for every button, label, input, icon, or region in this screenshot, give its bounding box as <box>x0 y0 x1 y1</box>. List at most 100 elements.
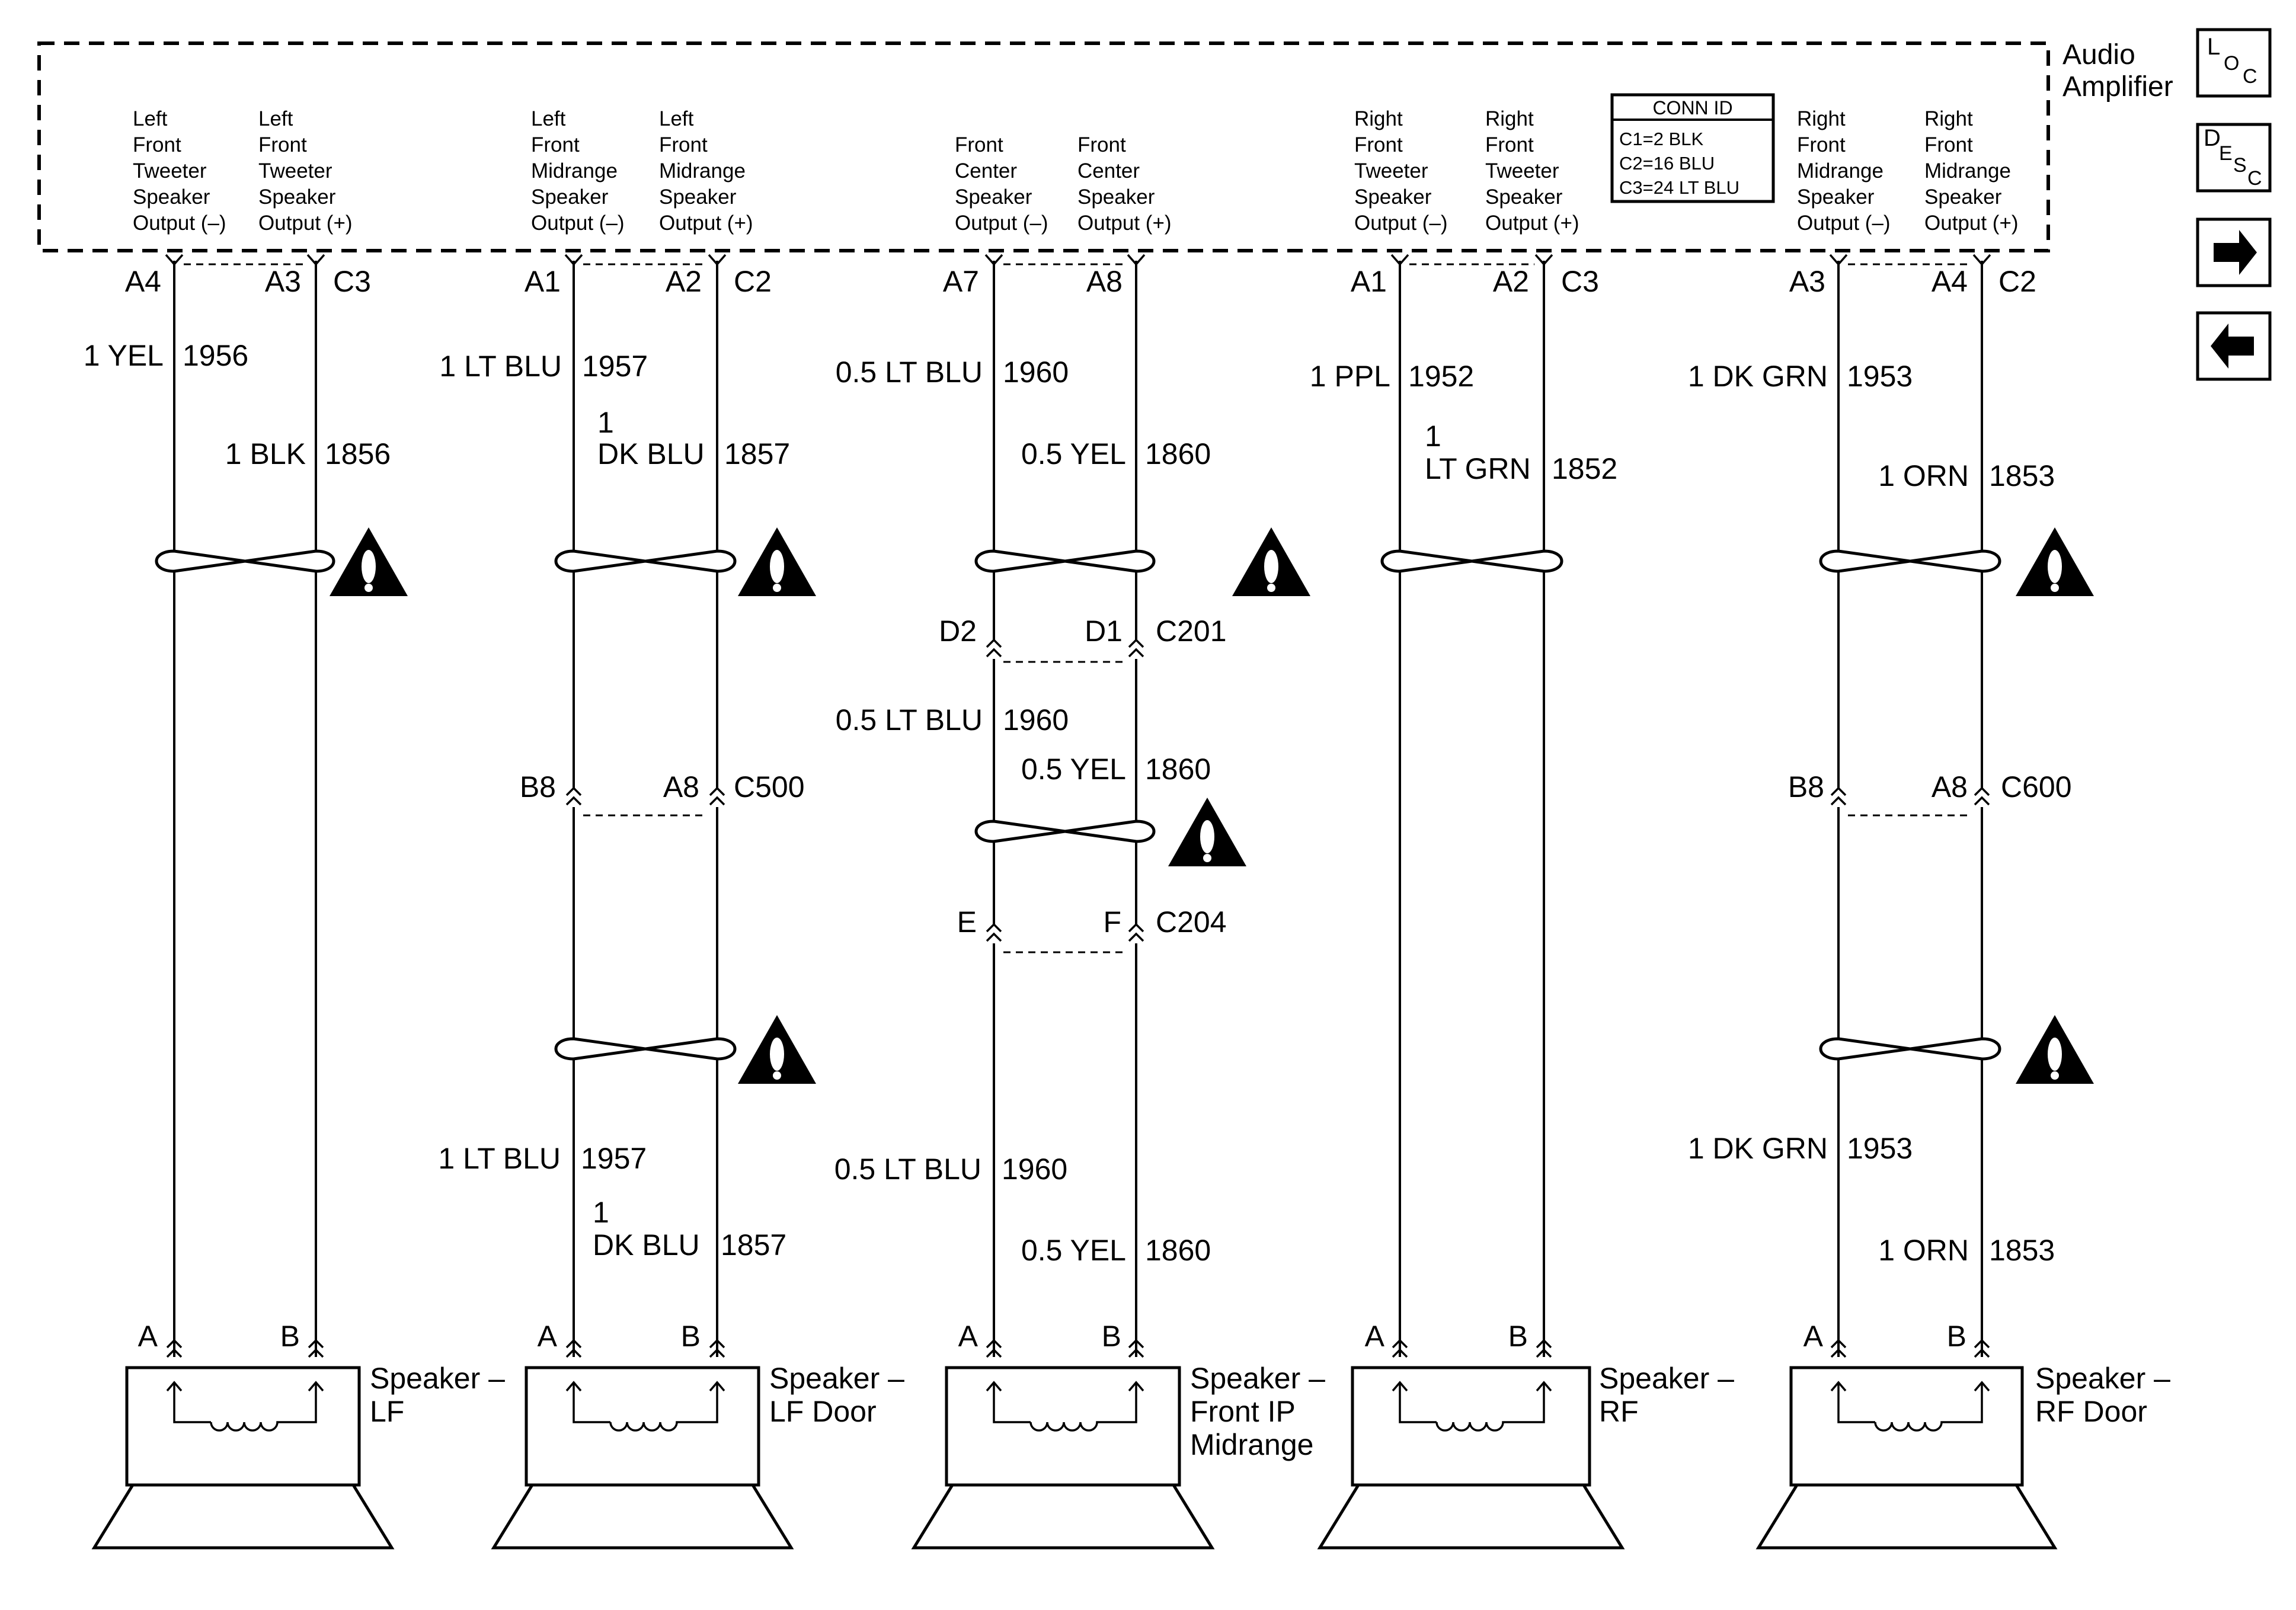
output-label-line: Output (+) <box>1485 212 1579 235</box>
connector-pin <box>709 796 725 806</box>
output-label-line: Speaker <box>1924 185 2002 209</box>
warning-icon <box>1168 798 1246 866</box>
wire-label: 1 DK GRN <box>1688 1132 1828 1165</box>
output-label-line: Speaker <box>258 185 336 209</box>
location-button[interactable]: L O C <box>2196 28 2272 98</box>
amp-pin-label: A1 <box>1351 265 1387 298</box>
conn-id-c3: C3=24 LT BLU <box>1619 177 1739 198</box>
conn-id-title: CONN ID <box>1652 97 1732 119</box>
connector-pin <box>709 786 725 796</box>
inline-connector-label: A8 <box>663 770 699 804</box>
inline-connector-label: B8 <box>1788 770 1824 804</box>
connector-pin <box>1536 1339 1552 1349</box>
speaker-pin-label: A <box>958 1320 978 1353</box>
output-label-line: Tweeter <box>133 159 207 183</box>
terminal <box>1127 254 1146 266</box>
wire-label: 1 DK GRN <box>1688 360 1828 393</box>
terminal <box>1829 254 1848 266</box>
wire-label: 0.5 YEL <box>1021 437 1126 470</box>
back-button[interactable] <box>2196 311 2272 381</box>
wire-label: 1 <box>1425 420 1441 453</box>
wire-label: 0.5 LT BLU <box>836 356 983 389</box>
wire-label: 0.5 LT BLU <box>834 1153 981 1186</box>
description-button[interactable]: D E S C <box>2196 123 2272 193</box>
wire-label: 1957 <box>582 350 648 383</box>
wire-label: 1 YEL <box>84 339 164 372</box>
twisted-pair-symbol <box>974 820 1156 843</box>
speaker-pin-label: B <box>1102 1320 1121 1353</box>
twisted-pair-symbol <box>974 549 1156 573</box>
wire-label: 1960 <box>1003 356 1069 389</box>
output-label-line: Tweeter <box>1354 159 1428 183</box>
connector-pin <box>1392 1348 1408 1358</box>
amp-pin-label: A1 <box>525 265 561 298</box>
output-label-line: Speaker <box>955 185 1032 209</box>
speaker-pin-label: A <box>1803 1320 1824 1353</box>
connector-pin <box>166 1348 183 1358</box>
connector-pin <box>1830 1348 1847 1358</box>
twisted-pair-symbol <box>1819 1037 2001 1061</box>
output-label-line: Output (–) <box>1354 212 1448 235</box>
connector-pin <box>1830 786 1847 796</box>
connector-pin <box>565 1339 582 1349</box>
output-label-line: Front <box>258 133 307 156</box>
inline-connector-label: C500 <box>734 770 805 804</box>
conn-id-box: CONN ID C1=2 BLK C2=16 BLU C3=24 LT BLU <box>1610 93 1775 203</box>
loc-letter-c: C <box>2243 65 2257 88</box>
desc-letter-d: D <box>2204 125 2221 151</box>
wire-label: 1860 <box>1145 437 1211 470</box>
output-label-line: Speaker <box>1485 185 1563 209</box>
output-label-line: Tweeter <box>258 159 332 183</box>
warning-icon <box>2016 1015 2094 1084</box>
connector-pin <box>986 648 1002 658</box>
amp-pin-label: C3 <box>333 265 371 298</box>
output-label-line: Right <box>1354 107 1403 130</box>
twisted-pair-symbol <box>554 1037 737 1061</box>
audio-amplifier-box <box>37 41 2050 252</box>
speaker-name: Speaker – <box>769 1362 904 1395</box>
connector-pin <box>1830 796 1847 806</box>
output-label-line: Right <box>1924 107 1973 130</box>
connector-pin <box>166 1339 183 1349</box>
output-label-line: Right <box>1485 107 1534 130</box>
terminal <box>708 254 727 266</box>
twisted-pair-symbol <box>1819 549 2001 573</box>
connector-pin <box>1128 638 1144 648</box>
output-label-line: Tweeter <box>1485 159 1559 183</box>
output-label-line: Front <box>1077 133 1126 156</box>
amp-pin-label: C2 <box>1998 265 2036 298</box>
arrow-left-icon <box>2211 324 2254 369</box>
wire-label: 1952 <box>1408 360 1474 393</box>
speaker-pin-label: B <box>681 1320 701 1353</box>
forward-button[interactable] <box>2196 217 2272 287</box>
location-icon: L O C <box>2207 34 2257 88</box>
wire-label: 1857 <box>724 437 790 470</box>
output-label-line: Center <box>955 159 1017 183</box>
terminal <box>564 254 583 266</box>
connector-pin <box>1974 786 1990 796</box>
wire-label: 1956 <box>183 339 248 372</box>
terminal <box>1390 254 1409 266</box>
output-label-line: Output (+) <box>659 212 753 235</box>
speaker-pin-label: A <box>538 1320 558 1353</box>
connector-pin <box>1536 1348 1552 1358</box>
output-label-line: Left <box>133 107 168 130</box>
inline-connector-label: C204 <box>1156 905 1227 939</box>
connector-pin <box>986 1339 1002 1349</box>
wire-label: DK BLU <box>597 437 705 470</box>
amp-pin-label: A4 <box>125 265 161 298</box>
speaker-name: Front IP <box>1190 1395 1296 1428</box>
connector-pin <box>709 1348 725 1358</box>
output-label-line: Midrange <box>531 159 618 183</box>
wire-label: 1853 <box>1989 459 2055 492</box>
inline-connector-label: D1 <box>1085 614 1123 648</box>
output-label-line: Midrange <box>1797 159 1884 183</box>
output-label-line: Center <box>1077 159 1140 183</box>
output-label-line: Output (–) <box>1797 212 1891 235</box>
amp-pin-label: A4 <box>1932 265 1968 298</box>
output-label-line: Left <box>258 107 293 130</box>
speaker-name: LF <box>370 1395 404 1428</box>
wire-label: 1 <box>593 1196 609 1229</box>
